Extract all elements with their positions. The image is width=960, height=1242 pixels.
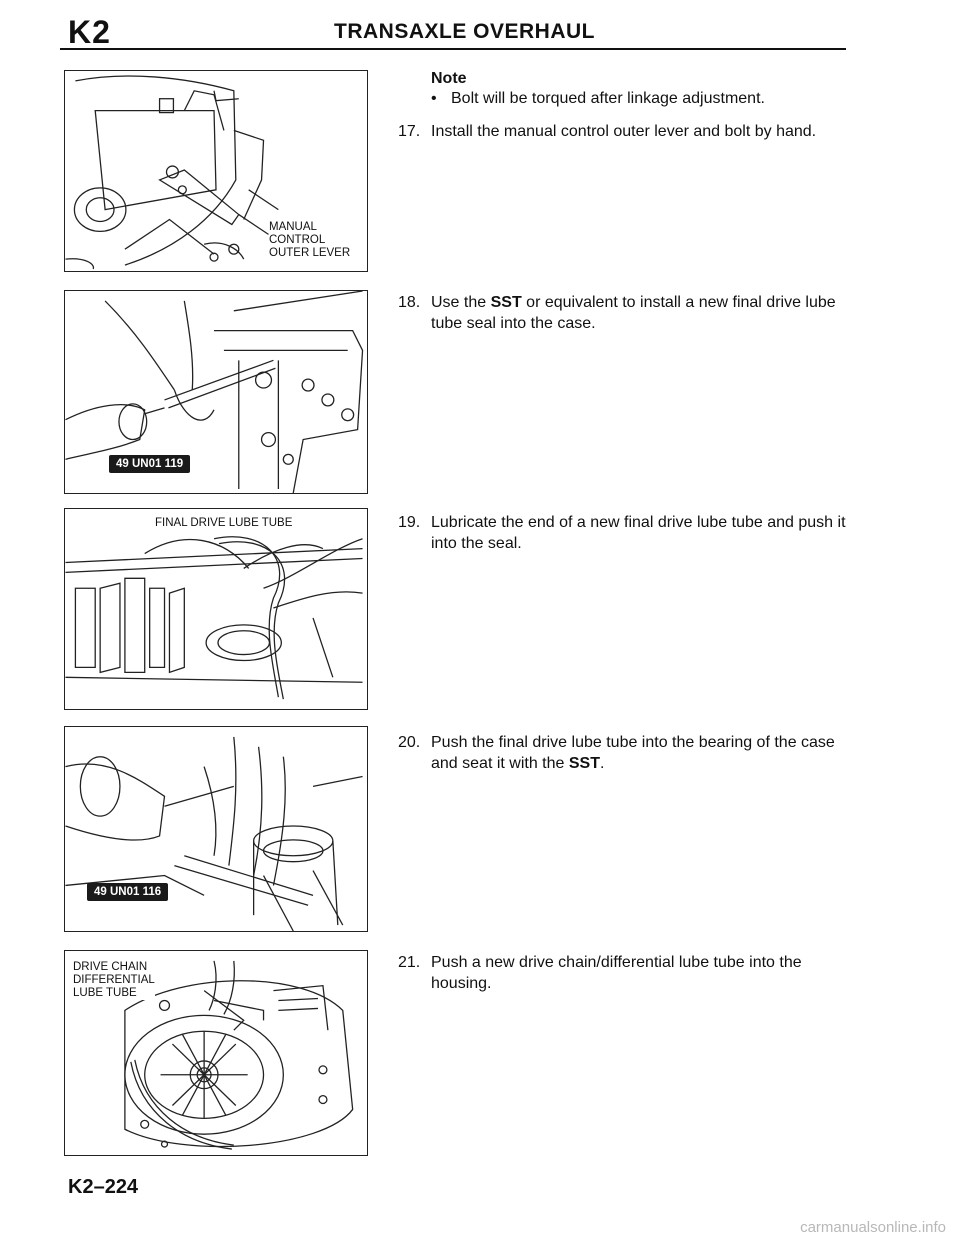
figure-manual-control-lever: MANUAL CONTROL OUTER LEVER <box>64 70 368 272</box>
step-text: Lubricate the end of a new final drive l… <box>431 514 846 552</box>
bullet-icon: • <box>431 90 437 107</box>
step-number: 20. <box>398 734 421 751</box>
page-title: TRANSAXLE OVERHAUL <box>334 20 596 43</box>
section-code: K2 <box>68 14 111 50</box>
figure-final-drive-lube-tube: FINAL DRIVE LUBE TUBE <box>64 508 368 710</box>
label-line: CONTROL <box>269 234 326 246</box>
figure-seat-lube-tube: 49 UN01 116 <box>64 726 368 932</box>
label-line: LUBE TUBE <box>73 987 137 999</box>
step-text-part: Use the <box>431 294 491 311</box>
page-number: K2–224 <box>68 1176 139 1198</box>
step-number: 19. <box>398 514 421 531</box>
note-bullet: • Bolt will be torqued after linkage adju… <box>431 90 765 108</box>
drive-chain-lube-tube-label: DRIVE CHAIN DIFFERENTIAL LUBE TUBE <box>73 961 155 1000</box>
step-text: Install the manual control outer lever a… <box>431 123 817 140</box>
label-line: DIFFERENTIAL <box>73 974 155 986</box>
figure-drive-chain-lube-tube: DRIVE CHAIN DIFFERENTIAL LUBE TUBE <box>64 950 368 1156</box>
lever-illustration <box>65 75 279 270</box>
label-line: DRIVE CHAIN <box>73 961 148 973</box>
figure-seal-installer: 49 UN01 119 <box>64 290 368 494</box>
manual-control-lever-label: MANUAL CONTROL OUTER LEVER <box>269 221 351 260</box>
sst-emphasis: SST <box>568 755 600 772</box>
step-number: 21. <box>398 954 421 971</box>
note-title: Note <box>431 70 467 87</box>
lube-tube-illustration <box>65 536 363 700</box>
step-number: 18. <box>398 294 421 311</box>
note-text: Bolt will be torqued after linkage adjus… <box>451 90 765 107</box>
step-text: Push the final drive lube tube into the … <box>431 732 850 774</box>
tool-number-badge: 49 UN01 119 <box>109 455 191 473</box>
step-text-part: Push the final drive lube tube into the … <box>431 734 835 772</box>
seat-tube-illustration <box>65 736 363 931</box>
step-text: Use the SST or equivalent to install a n… <box>431 292 850 334</box>
label-line: OUTER LEVER <box>269 247 351 259</box>
seal-installer-illustration <box>65 291 364 493</box>
step-number: 17. <box>398 123 421 140</box>
final-drive-lube-tube-label: FINAL DRIVE LUBE TUBE <box>155 517 293 530</box>
step-text-part: or equivalent to install a new final dri… <box>431 294 836 332</box>
header-rule <box>60 48 846 50</box>
differential-illustration <box>124 960 354 1150</box>
step-text-part: . <box>599 755 605 772</box>
watermark: carmanualsonline.info <box>800 1219 946 1236</box>
sst-emphasis: SST <box>490 294 522 311</box>
tool-number-badge: 49 UN01 116 <box>87 883 169 901</box>
label-line: MANUAL <box>269 221 317 233</box>
step-text: Push a new drive chain/differential lube… <box>431 954 802 992</box>
